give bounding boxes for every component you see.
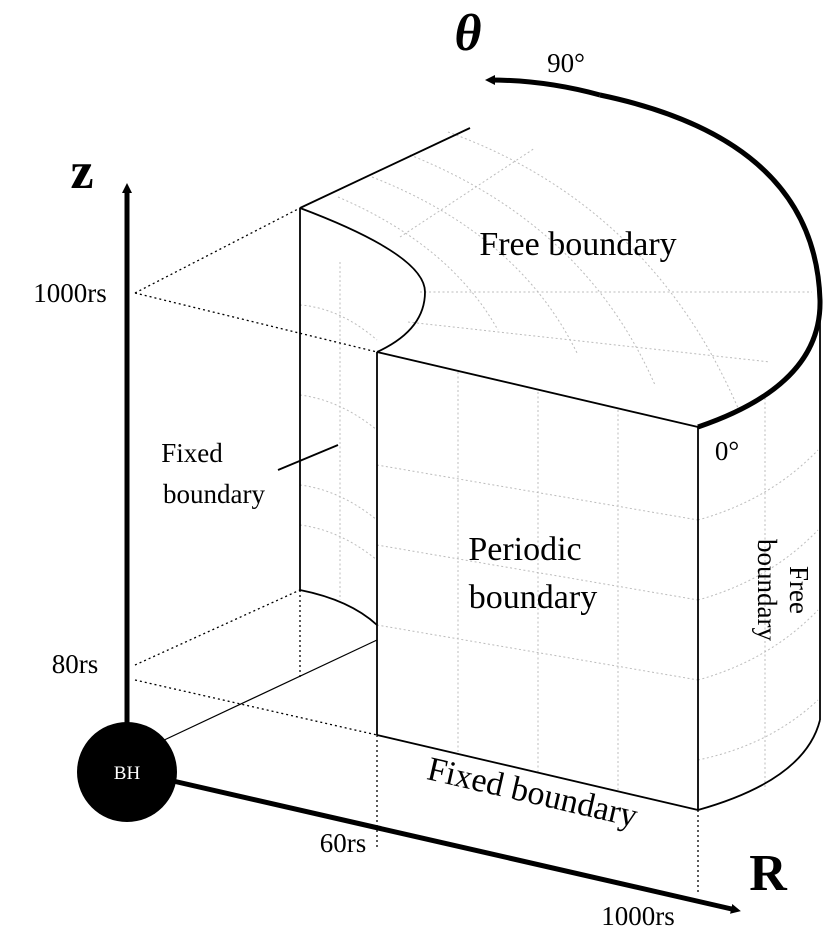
inner-top-arc: [299, 207, 426, 353]
guide-lines: [134, 207, 699, 895]
tick-r-1000: 1000rs: [601, 901, 675, 931]
fixed-boundary-inner-label-line2: boundary: [163, 479, 265, 509]
grid-lines: [299, 131, 819, 792]
bh-to-inner-base: [159, 639, 378, 743]
r-axis-label: R: [749, 845, 788, 902]
tick-theta-90: 90°: [547, 48, 585, 78]
free-boundary-top-label: Free boundary: [479, 226, 676, 263]
free-boundary-outer-label-line1: Free: [784, 566, 814, 614]
theta-axis-label: θ: [455, 5, 482, 62]
domain-edges: [159, 127, 821, 811]
free-boundary-outer-label: Free boundary: [752, 539, 814, 641]
inner-bottom-arc: [299, 589, 378, 626]
fixed-boundary-bottom-text: Fixed boundary: [424, 751, 641, 835]
black-hole-label: BH: [114, 763, 141, 784]
tick-z-80: 80rs: [52, 649, 99, 679]
fixed-boundary-bottom-label: Fixed boundary: [424, 751, 641, 835]
tick-r-60: 60rs: [320, 828, 367, 858]
r-axis-line: [159, 775, 741, 914]
front-bottom-edge: [376, 734, 699, 811]
black-hole: BH: [77, 722, 177, 822]
tick-z-1000: 1000rs: [33, 278, 107, 308]
top-back-edge: [299, 127, 471, 209]
free-boundary-outer-label-line2: boundary: [752, 539, 782, 641]
axes: [122, 75, 741, 914]
top-front-edge: [376, 351, 699, 428]
fixed-boundary-leader: [277, 444, 339, 471]
periodic-boundary-label-line1: Periodic: [468, 531, 581, 568]
theta-arrow: [485, 75, 601, 98]
tick-theta-0: 0°: [715, 436, 739, 466]
z-axis-label: z: [70, 143, 93, 200]
fixed-boundary-inner-label-line1: Fixed: [161, 438, 223, 468]
outer-top-arc: [599, 92, 823, 430]
black-hole-circle: [77, 722, 177, 822]
outer-bottom-arc: [697, 719, 821, 811]
periodic-boundary-label-line2: boundary: [469, 579, 597, 616]
